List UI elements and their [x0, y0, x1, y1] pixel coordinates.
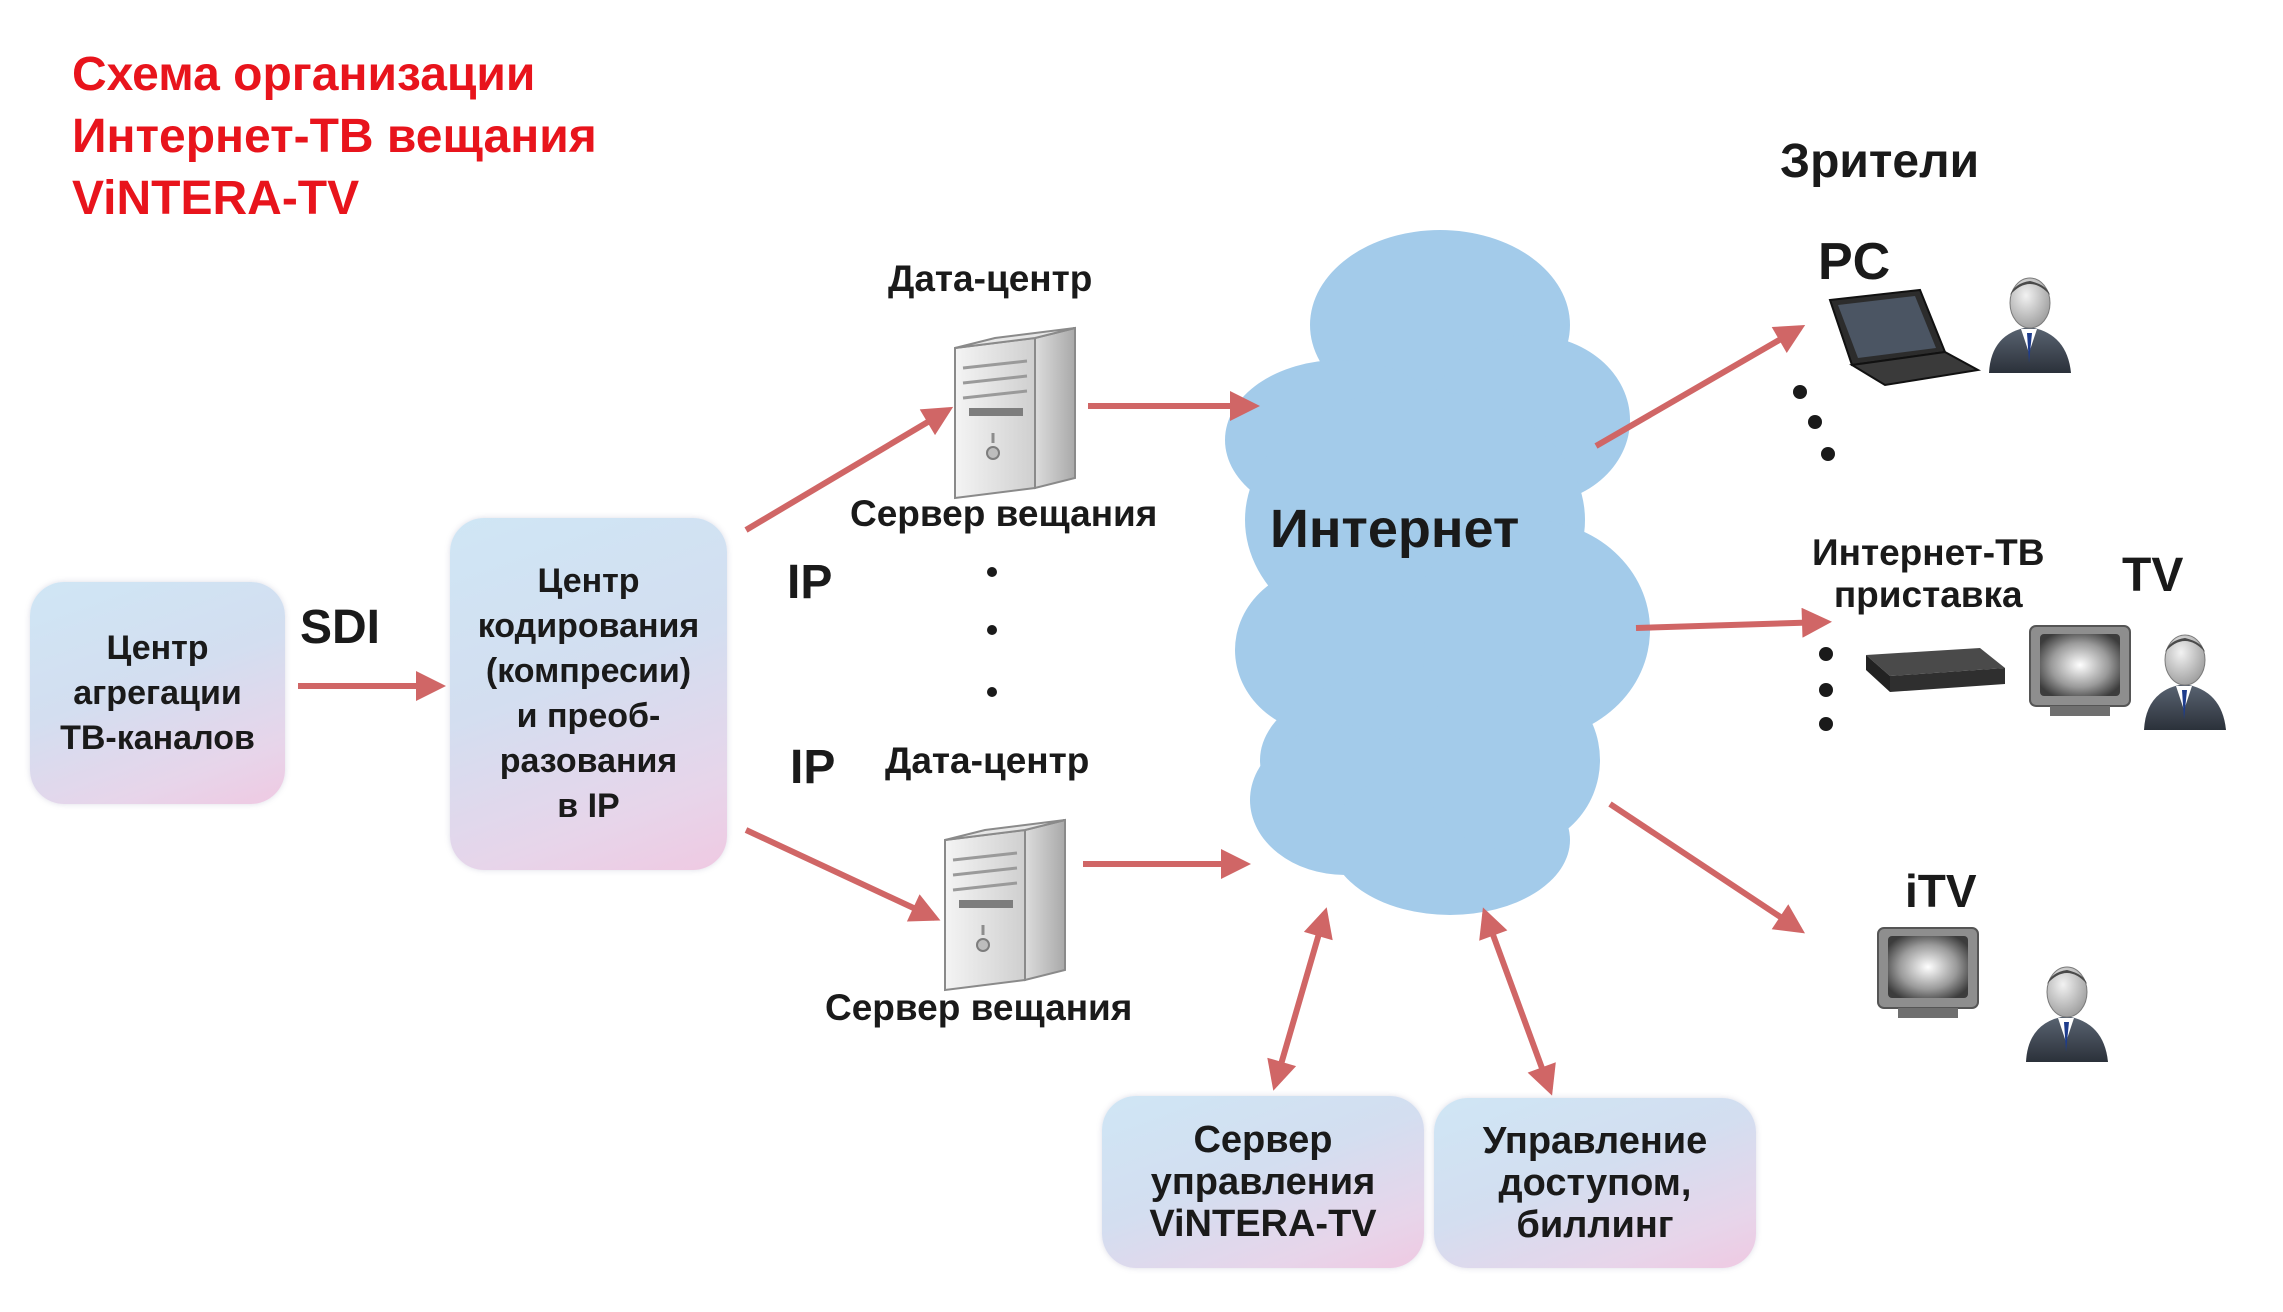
ip-label-bottom: IP: [790, 741, 836, 794]
page-title: Схема организации Интернет-ТВ вещания Vi…: [72, 44, 597, 230]
access-billing-label: Управление доступом, биллинг: [1482, 1120, 1708, 1246]
access-billing-box: Управление доступом, биллинг: [1434, 1098, 1756, 1268]
tv-label: TV: [2122, 549, 2184, 602]
cloud-icon: [1225, 230, 1650, 915]
arrow-to-stb: [1635, 607, 1832, 638]
tv-icon: [2029, 625, 2131, 717]
person-icon: [1988, 277, 2072, 374]
sdi-label: SDI: [300, 601, 381, 654]
viewers-label: Зрители: [1780, 135, 1980, 188]
control-server-box: Сервер управления ViNTERA-TV: [1102, 1096, 1424, 1268]
title-line-3: ViNTERA-TV: [72, 172, 360, 225]
broadcast-server-label-bottom: Сервер вещания: [825, 987, 1133, 1028]
encoding-center-box: Центр кодирования (компресии) и преоб- р…: [450, 518, 727, 870]
pc-label: PC: [1818, 233, 1891, 291]
set-top-box-label: Интернет-ТВ приставка: [1812, 532, 2045, 615]
arrow-access: [1479, 907, 1556, 1096]
person-icon: [2143, 634, 2227, 731]
datacenter-label-bottom: Дата-центр: [885, 740, 1090, 781]
broadcast-server-label-top: Сервер вещания: [850, 493, 1158, 534]
server-icon: [943, 818, 1067, 992]
arrow-control-server: [1267, 907, 1333, 1091]
encoding-center-label: Центр кодирования (компресии) и преоб- р…: [477, 562, 700, 825]
arrows: [298, 324, 1832, 1096]
arrow-to-itv: [1608, 801, 1806, 934]
arrow-to-pc: [1594, 324, 1806, 449]
tv-icon: [1877, 927, 1979, 1019]
person-icon: [2025, 966, 2109, 1063]
ellipsis-dots: [987, 385, 1835, 731]
aggregation-center-label: Центр агрегации ТВ-каналов: [60, 628, 255, 757]
title-line-2: Интернет-ТВ вещания: [72, 110, 597, 163]
title-line-1: Схема организации: [72, 48, 536, 101]
server-icon: [953, 326, 1077, 500]
itv-label: iTV: [1905, 865, 1977, 917]
internet-label: Интернет: [1270, 499, 1520, 559]
laptop-icon: [1828, 288, 1982, 387]
control-server-label: Сервер управления ViNTERA-TV: [1149, 1119, 1377, 1245]
ip-label-top: IP: [787, 556, 833, 609]
arrow-to-dc-bottom: [744, 827, 941, 922]
arrow-to-dc-top: [744, 406, 954, 533]
aggregation-center-box: Центр агрегации ТВ-каналов: [30, 582, 285, 804]
set-top-box-icon: [1866, 648, 2005, 692]
datacenter-label-top: Дата-центр: [888, 258, 1093, 299]
